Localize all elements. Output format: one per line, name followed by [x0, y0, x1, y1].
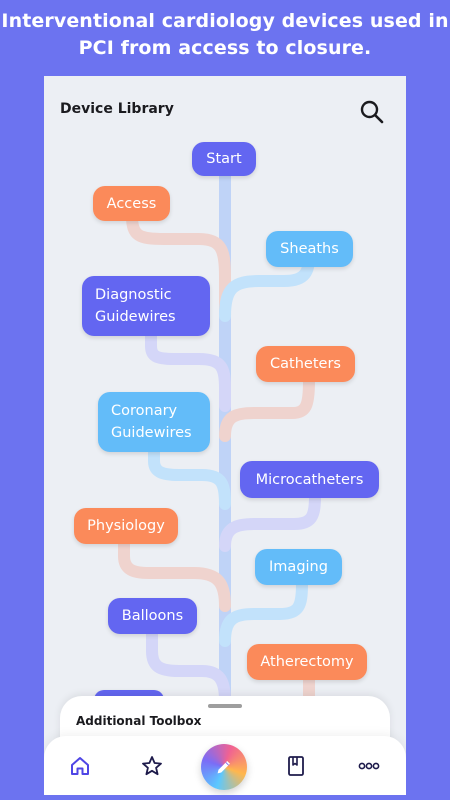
node-diagnostic-guidewires[interactable]: Diagnostic Guidewires [82, 276, 210, 336]
node-physiology[interactable]: Physiology [74, 508, 178, 544]
sheet-title: Additional Toolbox [76, 714, 202, 728]
connector-imaging [219, 578, 308, 647]
nav-library[interactable] [282, 752, 310, 780]
connector-diagnostic [145, 328, 231, 412]
edit-icon [217, 761, 230, 774]
connector-physiology [118, 538, 231, 612]
connector-microcatheters [219, 490, 321, 552]
node-coronary-guidewires[interactable]: Coronary Guidewires [98, 392, 210, 452]
edit-button[interactable] [201, 744, 247, 790]
star-icon [142, 756, 162, 776]
search-icon [360, 100, 384, 124]
bottom-edge [0, 795, 450, 800]
nav-home[interactable] [66, 752, 94, 780]
more-icon [358, 762, 380, 770]
headline: Interventional cardiology devices used i… [1, 10, 449, 59]
nav-more[interactable] [355, 752, 383, 780]
connector-lines [118, 170, 321, 732]
node-start[interactable]: Start [192, 142, 256, 176]
connector-sheaths [219, 250, 315, 322]
connector-coronary [148, 446, 231, 510]
nav-favorites[interactable] [138, 752, 166, 780]
home-icon [71, 757, 89, 775]
node-catheters[interactable]: Catheters [256, 346, 355, 382]
node-imaging[interactable]: Imaging [255, 549, 342, 585]
node-sheaths[interactable]: Sheaths [266, 231, 353, 267]
connector-catheters [219, 375, 315, 442]
page-title: Device Library [60, 101, 174, 117]
node-access[interactable]: Access [93, 186, 170, 221]
node-microcatheters[interactable]: Microcatheters [240, 461, 379, 498]
node-atherectomy[interactable]: Atherectomy [247, 644, 367, 680]
bottom-navigation [44, 736, 406, 800]
drag-handle[interactable] [208, 704, 242, 708]
book-icon [288, 756, 304, 776]
app-screen: Device Library Start Access Sheaths Diag… [44, 76, 406, 800]
search-button[interactable] [358, 98, 386, 126]
connector-balloons [146, 626, 231, 707]
node-balloons[interactable]: Balloons [108, 598, 197, 634]
connector-access [126, 210, 231, 314]
